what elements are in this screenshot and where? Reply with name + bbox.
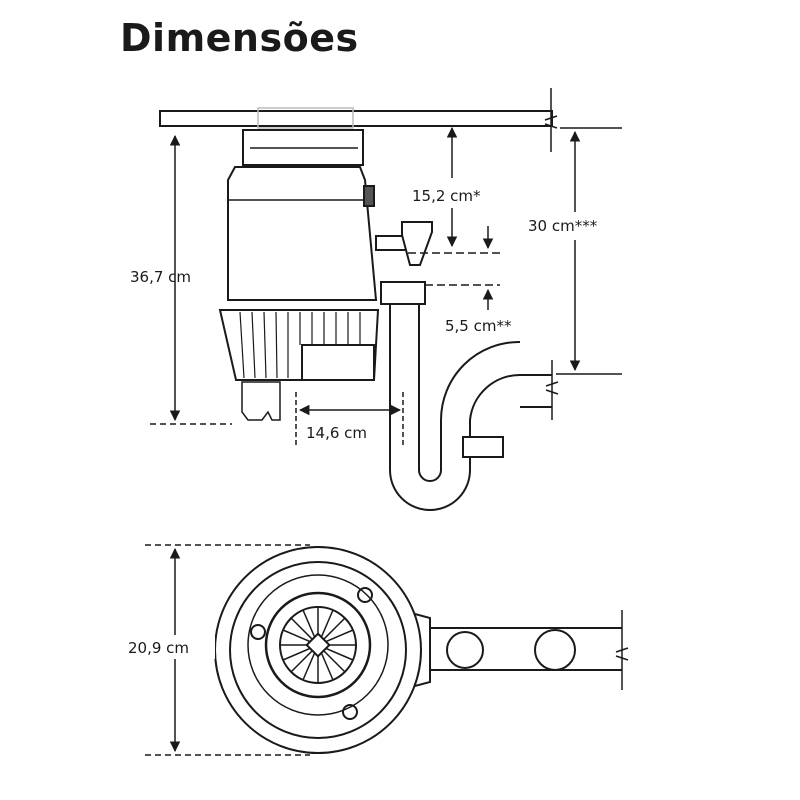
side-dimensions [150,126,625,448]
dim-inlet-label: 15,2 cm* [412,187,481,205]
page-title: Dimensões [120,16,359,60]
dim-offset-label: 14,6 cm [306,424,367,442]
dishwasher-inlet [401,221,433,266]
dim-outlet-label: 5,5 cm** [445,317,512,335]
drain-pipe [389,304,552,511]
trap-arm-top [405,627,622,671]
dim-diameter-label: 20,9 cm [128,639,189,657]
dim-height-label: 36,7 cm [130,268,191,286]
dim-trap-label: 30 cm*** [528,217,598,235]
disposer-body [227,166,378,301]
motor-base [241,381,281,421]
countertop [159,110,553,127]
side-view [159,88,559,511]
top-dimensions [125,544,310,756]
top-view [214,546,629,754]
trap-nut [462,436,504,458]
